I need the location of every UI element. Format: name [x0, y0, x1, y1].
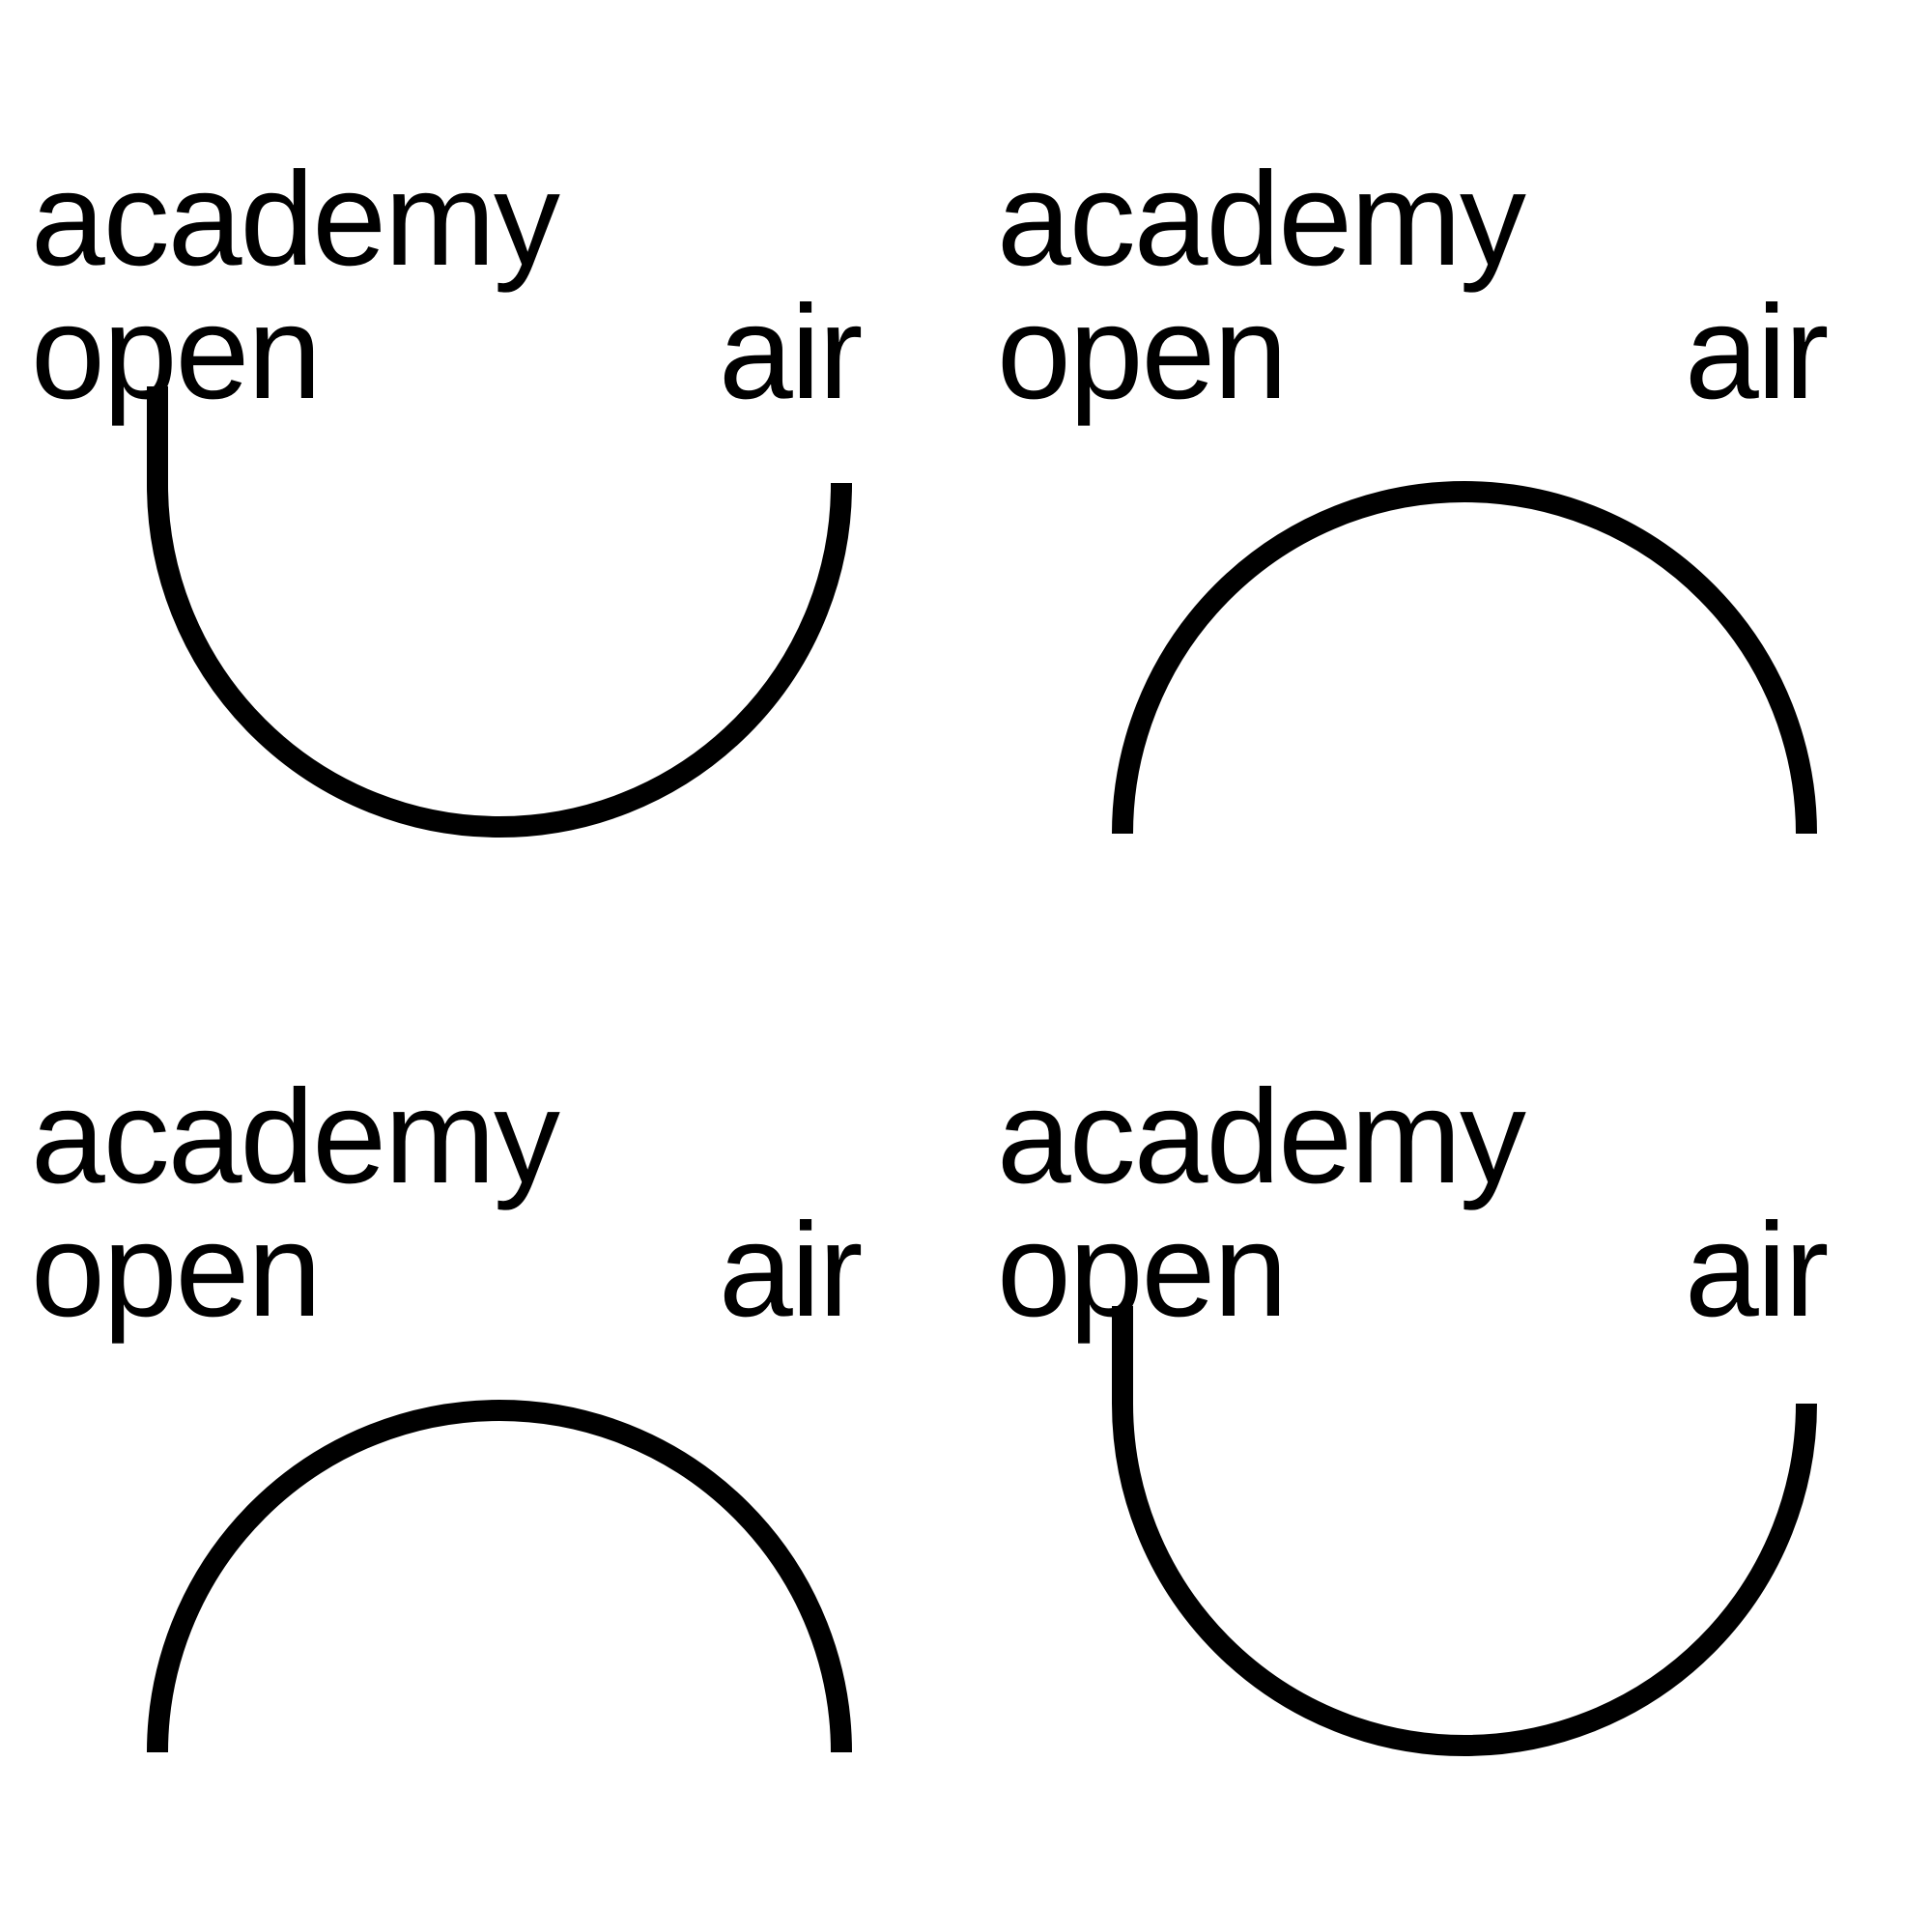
- word-academy: academy: [997, 145, 1526, 294]
- word-academy: academy: [997, 1063, 1526, 1211]
- word-open: open: [31, 278, 322, 427]
- wordmark: academy open air: [31, 1070, 939, 1337]
- dome-arc-icon: [147, 1400, 852, 1753]
- bowl-arc-icon: [1112, 1306, 1817, 1756]
- dome-arc-icon: [1112, 481, 1817, 835]
- word-air: air: [719, 1196, 863, 1345]
- word-air: air: [1685, 1196, 1829, 1345]
- logo-variant-4: academy open air: [966, 918, 1932, 1884]
- logo-variant-2: academy open air: [966, 0, 1932, 966]
- logo-variant-1: academy open air: [0, 0, 966, 966]
- wordmark: academy open air: [31, 153, 939, 419]
- word-air: air: [1685, 278, 1829, 427]
- word-open: open: [31, 1196, 322, 1345]
- bowl-arc-icon: [147, 386, 852, 838]
- word-open: open: [997, 1196, 1288, 1345]
- wordmark: academy open air: [997, 153, 1905, 419]
- word-open: open: [997, 278, 1288, 427]
- logo-variant-3: academy open air: [0, 918, 966, 1884]
- word-academy: academy: [31, 145, 560, 294]
- word-academy: academy: [31, 1063, 560, 1211]
- word-air: air: [719, 278, 863, 427]
- wordmark: academy open air: [997, 1070, 1905, 1337]
